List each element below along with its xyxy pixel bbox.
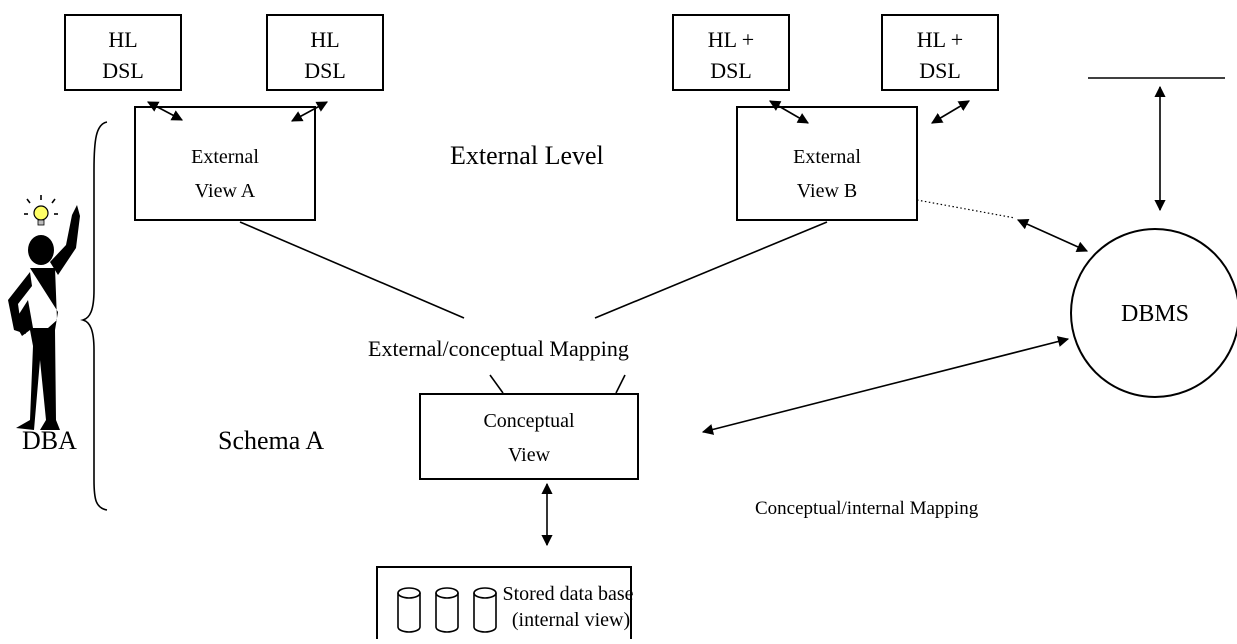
svg-text:Stored data base: Stored data base <box>502 583 633 605</box>
external-conceptual-mapping-label: External/conceptual Mapping <box>368 336 629 361</box>
arrow-hl-plus-dsl-1-to-view-b <box>769 100 809 124</box>
svg-text:View: View <box>508 444 551 466</box>
external-view-a-box: External View A <box>134 106 316 221</box>
mapping-line-view-b <box>594 221 828 319</box>
cylinder-icon <box>397 587 421 633</box>
hl-dsl-box-1: HL DSL <box>64 14 182 91</box>
cylinder-icon <box>435 587 459 633</box>
svg-text:External: External <box>793 146 861 168</box>
arrow-hl-plus-dsl-2-to-view-b <box>931 100 970 124</box>
svg-text:View A: View A <box>195 180 256 202</box>
hl-dsl-box-2: HL DSL <box>266 14 384 91</box>
svg-text:DSL: DSL <box>710 58 752 83</box>
conceptual-internal-mapping-label: Conceptual/internal Mapping <box>755 498 979 519</box>
svg-text:DSL: DSL <box>919 58 961 83</box>
lightbulb-icon <box>24 195 58 226</box>
svg-text:(internal view): (internal view) <box>512 609 630 631</box>
svg-text:HL: HL <box>310 27 339 52</box>
arrow-hl-dsl-1-to-view-a <box>147 101 183 121</box>
schema-a-label: Schema A <box>218 426 324 455</box>
svg-text:Conceptual: Conceptual <box>483 410 575 432</box>
conceptual-view-box: Conceptual View <box>419 393 639 480</box>
arrow-conceptual-to-dbms <box>701 336 1070 435</box>
svg-text:View B: View B <box>797 180 857 202</box>
svg-text:HL: HL <box>108 27 137 52</box>
mapping-line-view-a <box>239 221 465 319</box>
svg-text:HL +: HL + <box>917 27 963 52</box>
svg-text:External: External <box>191 146 259 168</box>
dotted-view-b-to-dbms <box>916 199 1016 219</box>
curly-brace <box>80 121 108 511</box>
arrow-hl-dsl-2-to-view-a <box>291 101 328 122</box>
external-level-label: External Level <box>450 141 604 170</box>
hl-plus-dsl-box-1: HL + DSL <box>672 14 790 91</box>
external-view-b-box: External View B <box>736 106 918 221</box>
dba-label: DBA <box>22 426 77 455</box>
cylinder-icon <box>473 587 497 633</box>
arrow-view-b-to-dbms <box>1016 219 1089 252</box>
mapping-line-stub-right <box>615 374 626 394</box>
dba-person-icon <box>8 195 80 430</box>
dbms-circle: DBMS <box>1070 228 1237 398</box>
stored-database-box: Stored data base (internal view) <box>376 566 634 644</box>
hl-plus-dsl-box-2: HL + DSL <box>881 14 999 91</box>
svg-text:DSL: DSL <box>102 58 144 83</box>
svg-text:HL +: HL + <box>708 27 754 52</box>
svg-text:DSL: DSL <box>304 58 346 83</box>
mapping-line-stub-left <box>489 374 504 394</box>
svg-text:DBMS: DBMS <box>1121 301 1189 327</box>
